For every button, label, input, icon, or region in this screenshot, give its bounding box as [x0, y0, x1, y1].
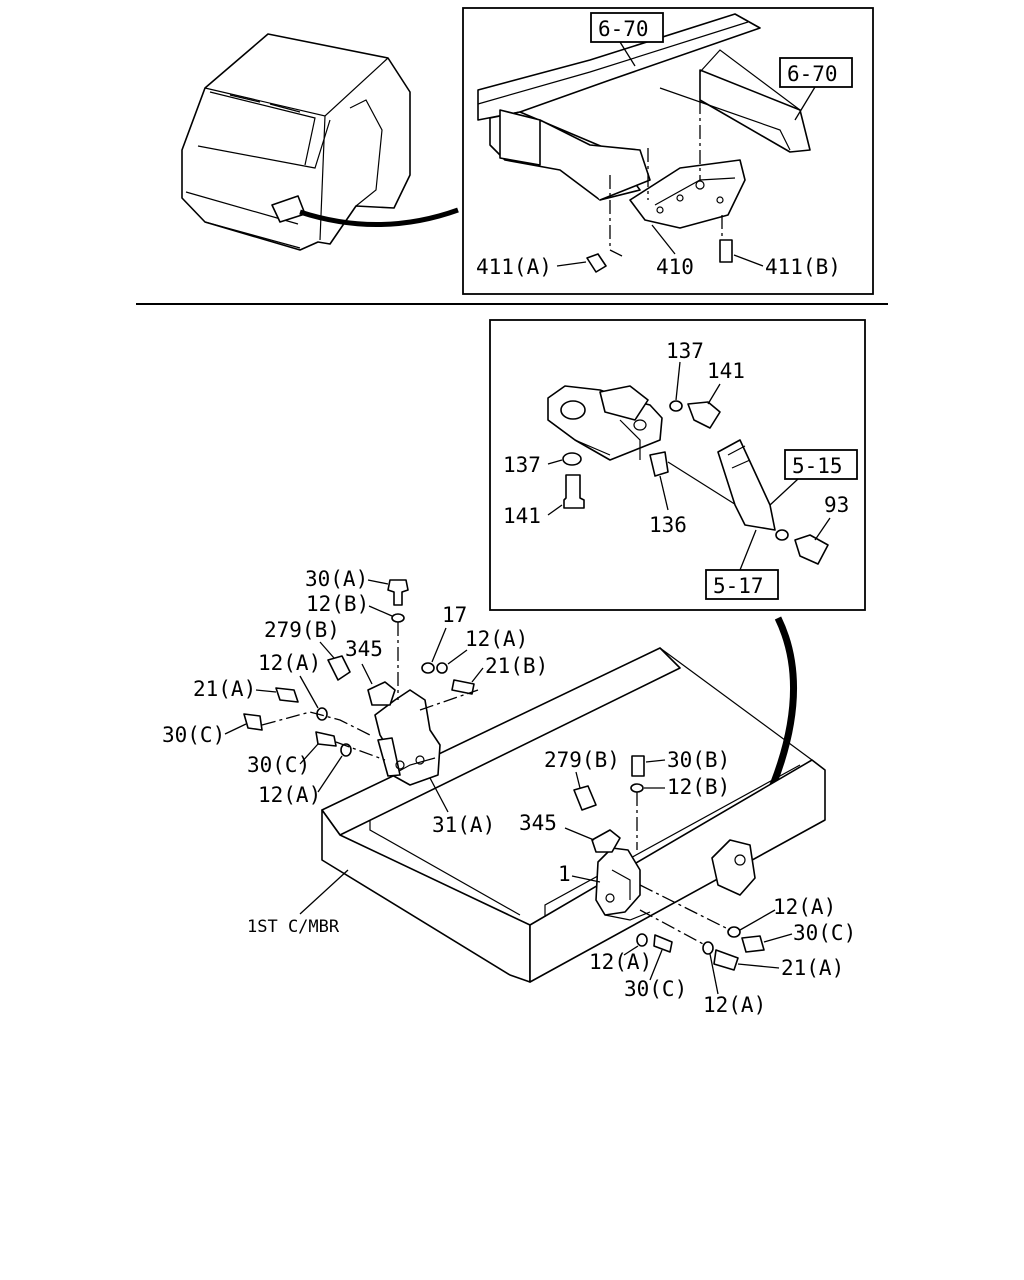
part-30a-label: 30(A)	[305, 567, 368, 591]
part-136-label: 136	[649, 513, 687, 537]
part-30b-label: 30(B)	[667, 748, 730, 772]
part-17-label: 17	[442, 603, 467, 627]
part-30c-right-1-label: 30(C)	[793, 921, 856, 945]
part-21a-right-label: 21(A)	[781, 956, 844, 980]
part-12a-mid-label: 12(A)	[258, 783, 321, 807]
part-141-left-label: 141	[503, 504, 541, 528]
part-141-top-label: 141	[707, 359, 745, 383]
part-21b-label: 21(B)	[485, 654, 548, 678]
part-345-right-label: 345	[519, 811, 557, 835]
part-410-label: 410	[656, 255, 694, 279]
ref-6-70-label-a: 6-70	[598, 17, 649, 41]
part-137-top-label: 137	[666, 339, 704, 363]
ref-box-6-70-a: 6-70	[590, 12, 664, 43]
part-411b-label: 411(B)	[765, 255, 841, 279]
part-12a-top-label: 12(A)	[465, 627, 528, 651]
part-12b-left-label: 12(B)	[306, 592, 369, 616]
ref-5-15-label: 5-15	[792, 454, 843, 478]
part-21a-left-label: 21(A)	[193, 677, 256, 701]
crossmember-assembly	[243, 579, 826, 983]
ref-box-5-17: 5-17	[705, 569, 779, 600]
ref-box-5-15: 5-15	[784, 449, 858, 480]
part-411a-label: 411(A)	[476, 255, 552, 279]
part-12b-right-label: 12(B)	[667, 775, 730, 799]
part-12a-right-1-label: 12(A)	[773, 895, 836, 919]
truck-cab-sketch	[181, 33, 411, 251]
part-12a-left-label: 12(A)	[258, 651, 321, 675]
part-12a-right-3-label: 12(A)	[703, 993, 766, 1017]
ref-6-70-label-b: 6-70	[787, 62, 838, 86]
part-279b-left-label: 279(B)	[264, 618, 340, 642]
pointer-curve-top	[299, 207, 459, 227]
part-30c-left-label: 30(C)	[162, 723, 225, 747]
frame-bracket-detail-box	[462, 7, 874, 295]
part-12a-right-2-label: 12(A)	[589, 950, 652, 974]
part-30c-mid-label: 30(C)	[247, 753, 310, 777]
part-30c-right-2-label: 30(C)	[624, 977, 687, 1001]
part-345-left-label: 345	[345, 637, 383, 661]
part-1-label: 1	[558, 862, 571, 886]
part-93-label: 93	[824, 493, 849, 517]
part-279b-right-label: 279(B)	[544, 748, 620, 772]
ref-box-6-70-b: 6-70	[779, 57, 853, 88]
part-31a-label: 31(A)	[432, 813, 495, 837]
first-crossmember-label: 1ST C/MBR	[247, 917, 340, 937]
ref-5-17-label: 5-17	[713, 574, 764, 598]
part-137-left-label: 137	[503, 453, 541, 477]
